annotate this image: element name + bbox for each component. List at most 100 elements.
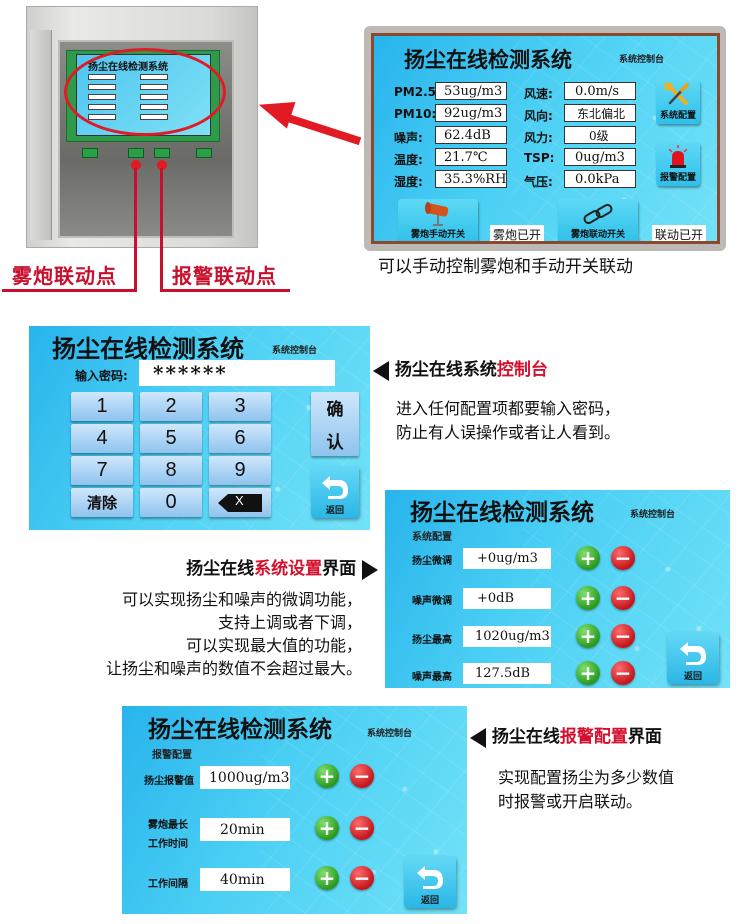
alarm-heading: 扬尘在线报警配置界面 — [470, 722, 662, 748]
fog-max-work-time-label: 工作时间 — [148, 839, 188, 850]
siren-icon — [668, 145, 688, 168]
fog-max-work-time-plus-button[interactable]: + — [315, 816, 339, 840]
triangle-left-icon — [470, 727, 486, 748]
temperature-value: 21.7℃ — [435, 148, 507, 166]
pm25-label: PM2.5: — [394, 85, 441, 99]
terminal-block — [154, 148, 170, 158]
return-arrow-icon — [680, 642, 706, 665]
settings-heading: 扬尘在线系统设置界面 — [186, 554, 378, 580]
key-6[interactable]: 6 — [209, 424, 271, 453]
key-7[interactable]: 7 — [71, 456, 133, 485]
dust-max-plus-button[interactable]: + — [576, 624, 600, 648]
dust-fine-tune-plus-button[interactable]: + — [576, 546, 600, 570]
back-button[interactable]: 返回 — [404, 856, 456, 908]
heading-highlight: 报警配置 — [559, 727, 628, 747]
heading-text: 界面 — [627, 727, 662, 747]
backspace-button[interactable]: X — [209, 488, 271, 517]
settings-desc-line-2: 支持上调或者下调， — [217, 613, 362, 632]
pressure-value: 0.0kPa — [564, 170, 636, 188]
confirm-button[interactable]: 确 认 — [311, 392, 359, 456]
dust-alarm-value[interactable]: 1000ug/m3 — [200, 766, 290, 789]
noise-max-value[interactable]: 127.5dB — [463, 663, 551, 684]
heading-highlight: 控制台 — [496, 360, 548, 380]
wind-speed-value: 0.0m/s — [564, 82, 636, 100]
dust-max-minus-button[interactable]: − — [611, 624, 635, 648]
dust-max-value[interactable]: 1020ug/m3 — [463, 626, 551, 647]
noise-fine-tune-minus-button[interactable]: − — [611, 586, 635, 610]
pm10-value: 92ug/m3 — [435, 104, 507, 122]
fog-manual-switch-label: 雾炮手动开关 — [410, 230, 465, 240]
password-label: 输入密码: — [75, 369, 128, 383]
wind-force-value: 0级 — [564, 126, 636, 144]
return-arrow-icon — [417, 866, 443, 889]
dust-alarm-minus-button[interactable]: − — [350, 764, 374, 788]
back-button[interactable]: 返回 — [667, 632, 719, 684]
work-interval-label: 工作间隔 — [148, 879, 188, 890]
clear-button[interactable]: 清除 — [71, 488, 133, 517]
dust-fine-tune-label: 扬尘微调 — [412, 556, 452, 567]
key-8[interactable]: 8 — [140, 456, 202, 485]
triangle-right-icon — [362, 559, 378, 580]
noise-fine-tune-label: 噪声微调 — [412, 596, 452, 607]
key-0[interactable]: 0 — [140, 488, 202, 517]
noise-fine-tune-plus-button[interactable]: + — [576, 586, 600, 610]
section-label: 报警配置 — [152, 750, 192, 761]
key-3[interactable]: 3 — [209, 392, 271, 421]
system-settings-screen: 扬尘在线检测系统 系统控制台 系统配置 扬尘微调 +0ug/m3 + − 噪声微… — [385, 490, 730, 688]
tsp-label: TSP: — [524, 151, 555, 165]
key-1[interactable]: 1 — [71, 392, 133, 421]
fog-link-switch-button[interactable]: 雾炮联动开关 — [558, 199, 638, 241]
work-interval-value[interactable]: 40min — [200, 868, 290, 891]
dust-fine-tune-minus-button[interactable]: − — [611, 546, 635, 570]
noise-max-minus-button[interactable]: − — [611, 661, 635, 685]
backspace-icon — [218, 493, 262, 512]
key-9[interactable]: 9 — [209, 456, 271, 485]
humidity-label: 湿度: — [394, 175, 423, 189]
alarm-config-button[interactable]: 报警配置 — [656, 142, 700, 186]
noise-max-plus-button[interactable]: + — [576, 661, 600, 685]
fog-link-switch-label: 雾炮联动开关 — [570, 230, 625, 240]
backspace-x: X — [235, 493, 244, 508]
key-2[interactable]: 2 — [140, 392, 202, 421]
fog-manual-switch-button[interactable]: 雾炮手动开关 — [398, 199, 478, 241]
work-interval-minus-button[interactable]: − — [350, 866, 374, 890]
key-4[interactable]: 4 — [71, 424, 133, 453]
heading-text: 扬尘在线 — [186, 559, 255, 579]
link-icon — [583, 204, 613, 224]
alarm-config-label: 报警配置 — [659, 173, 696, 183]
password-keypad-screen: 扬尘在线检测系统 系统控制台 输入密码: ****** 1 2 3 4 5 6 … — [29, 326, 370, 530]
fog-max-work-time-minus-button[interactable]: − — [350, 816, 374, 840]
wind-direction-label: 风向: — [524, 109, 553, 123]
fog-max-work-time-label: 雾炮最长 — [148, 820, 188, 831]
console-desc-line-1: 进入任何配置项都要输入密码， — [396, 399, 621, 418]
work-interval-plus-button[interactable]: + — [315, 866, 339, 890]
system-config-button[interactable]: 系统配置 — [656, 80, 700, 124]
key-5[interactable]: 5 — [140, 424, 202, 453]
settings-desc-line-1: 可以实现扬尘和噪声的微调功能， — [121, 590, 362, 609]
terminal-block — [128, 148, 144, 158]
alarm-config-screen: 扬尘在线检测系统 系统控制台 报警配置 扬尘报警值 1000ug/m3 + − … — [122, 706, 467, 914]
cabinet-door — [30, 30, 52, 240]
password-input[interactable]: ****** — [139, 360, 335, 386]
pressure-label: 气压: — [524, 175, 553, 189]
alarm-desc-line-2: 时报警或开启联动。 — [498, 792, 643, 811]
arrow-shaft — [280, 112, 362, 146]
noise-value: 62.4dB — [435, 126, 507, 144]
noise-fine-tune-value[interactable]: +0dB — [463, 588, 551, 609]
fog-max-work-time-value[interactable]: 20min — [200, 818, 290, 841]
pm25-value: 53ug/m3 — [435, 82, 507, 100]
dust-fine-tune-value[interactable]: +0ug/m3 — [463, 548, 551, 569]
page-subtitle: 系统控制台 — [619, 55, 665, 65]
dust-max-label: 扬尘最高 — [412, 635, 452, 646]
arrow-icon — [254, 91, 296, 129]
dust-alarm-value-label: 扬尘报警值 — [144, 776, 194, 787]
back-button[interactable]: 返回 — [311, 466, 359, 518]
page-title: 扬尘在线检测系统 — [148, 717, 332, 743]
heading-highlight: 系统设置 — [254, 559, 323, 579]
heading-text: 扬尘在线系统 — [394, 360, 497, 380]
main-screen-caption: 可以手动控制雾炮和手动开关联动 — [378, 257, 633, 277]
fog-link-point-marker — [131, 160, 141, 170]
dust-alarm-plus-button[interactable]: + — [315, 764, 339, 788]
back-label: 返回 — [325, 506, 344, 516]
return-arrow-icon — [322, 476, 348, 499]
